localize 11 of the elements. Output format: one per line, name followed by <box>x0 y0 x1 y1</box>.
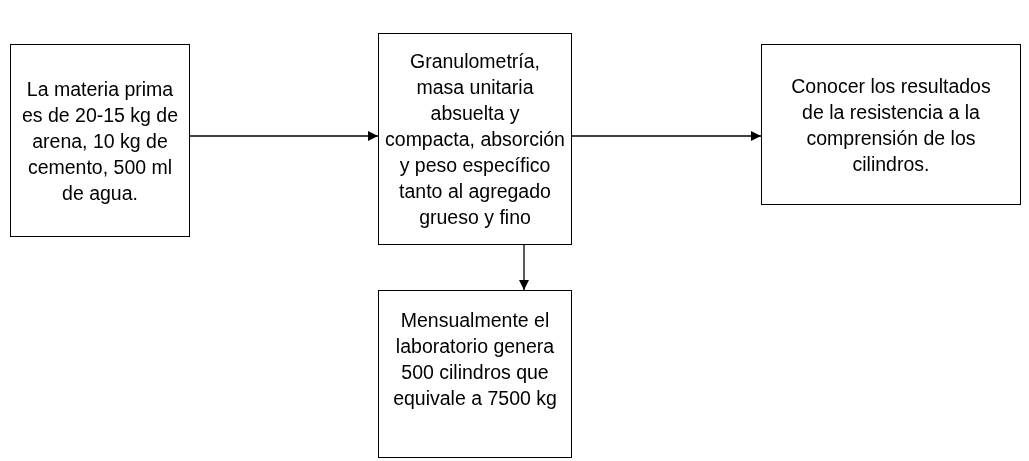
arrow <box>189 131 379 141</box>
arrow <box>519 244 529 291</box>
box-text: Conocer los resultados de la resistencia a la comprensión de los cilindros. <box>790 73 992 177</box>
process-box <box>378 33 572 245</box>
box-text: La materia prima es de 20-15 kg de arena, 10 kg de cemento, 500 ml de agua. <box>21 76 179 206</box>
process-box <box>10 44 190 237</box>
process-box <box>761 44 1021 205</box>
arrow <box>571 131 762 141</box>
process-box <box>378 290 572 458</box>
box-text: Granulometría, masa unitaria absuelta y compacta, absorción y peso específico tanto al agregado grueso y fino <box>385 49 565 230</box>
box-text: Mensualmente el laboratorio genera 500 cilindros que equivale a 7500 kg <box>392 308 558 411</box>
